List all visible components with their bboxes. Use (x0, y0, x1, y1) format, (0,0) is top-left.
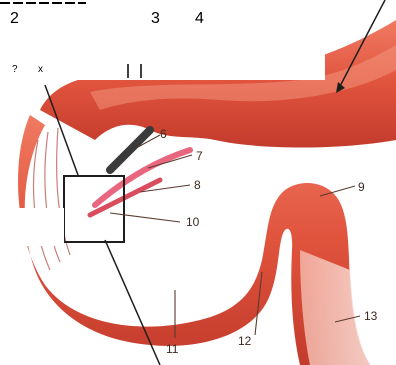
overlay-box-top (0, 0, 325, 80)
label-9: 9 (358, 180, 365, 194)
label-8: 8 (194, 178, 201, 192)
jejunum-segment (300, 250, 370, 365)
label-6: 6 (160, 127, 167, 141)
overlay-number-2: 2 (10, 11, 19, 27)
label-10: 10 (186, 215, 200, 229)
label-11: 11 (166, 342, 179, 356)
overlay-box-left (0, 208, 64, 246)
label-12: 12 (238, 334, 252, 348)
overlay-number-4: 4 (195, 11, 204, 27)
overlay-mark-question: ? (12, 65, 18, 75)
label-13: 13 (364, 309, 378, 323)
label-7: 7 (196, 149, 203, 163)
overlay-number-3: 3 (151, 11, 160, 27)
overlay-mark-x: x (38, 65, 43, 75)
